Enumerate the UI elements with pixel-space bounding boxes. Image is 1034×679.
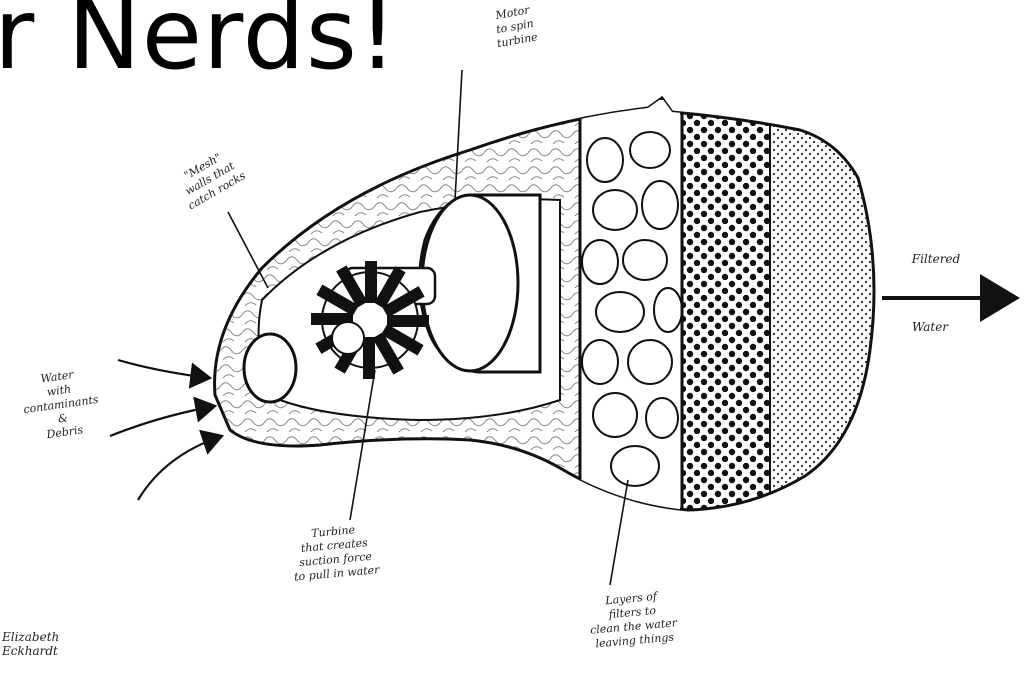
inflow-arrow-2 — [110, 406, 215, 436]
sand-filter-layer — [770, 100, 880, 520]
gravel-filter-layer — [682, 100, 770, 520]
motor-face — [422, 195, 518, 371]
water-out-label: Water — [890, 320, 970, 334]
inflow-arrow-3 — [138, 436, 222, 500]
inflow-arrow-1 — [118, 360, 210, 378]
intake-opening — [244, 334, 296, 402]
filtered-label: Filtered — [896, 252, 976, 266]
mesh-leader — [228, 212, 268, 288]
